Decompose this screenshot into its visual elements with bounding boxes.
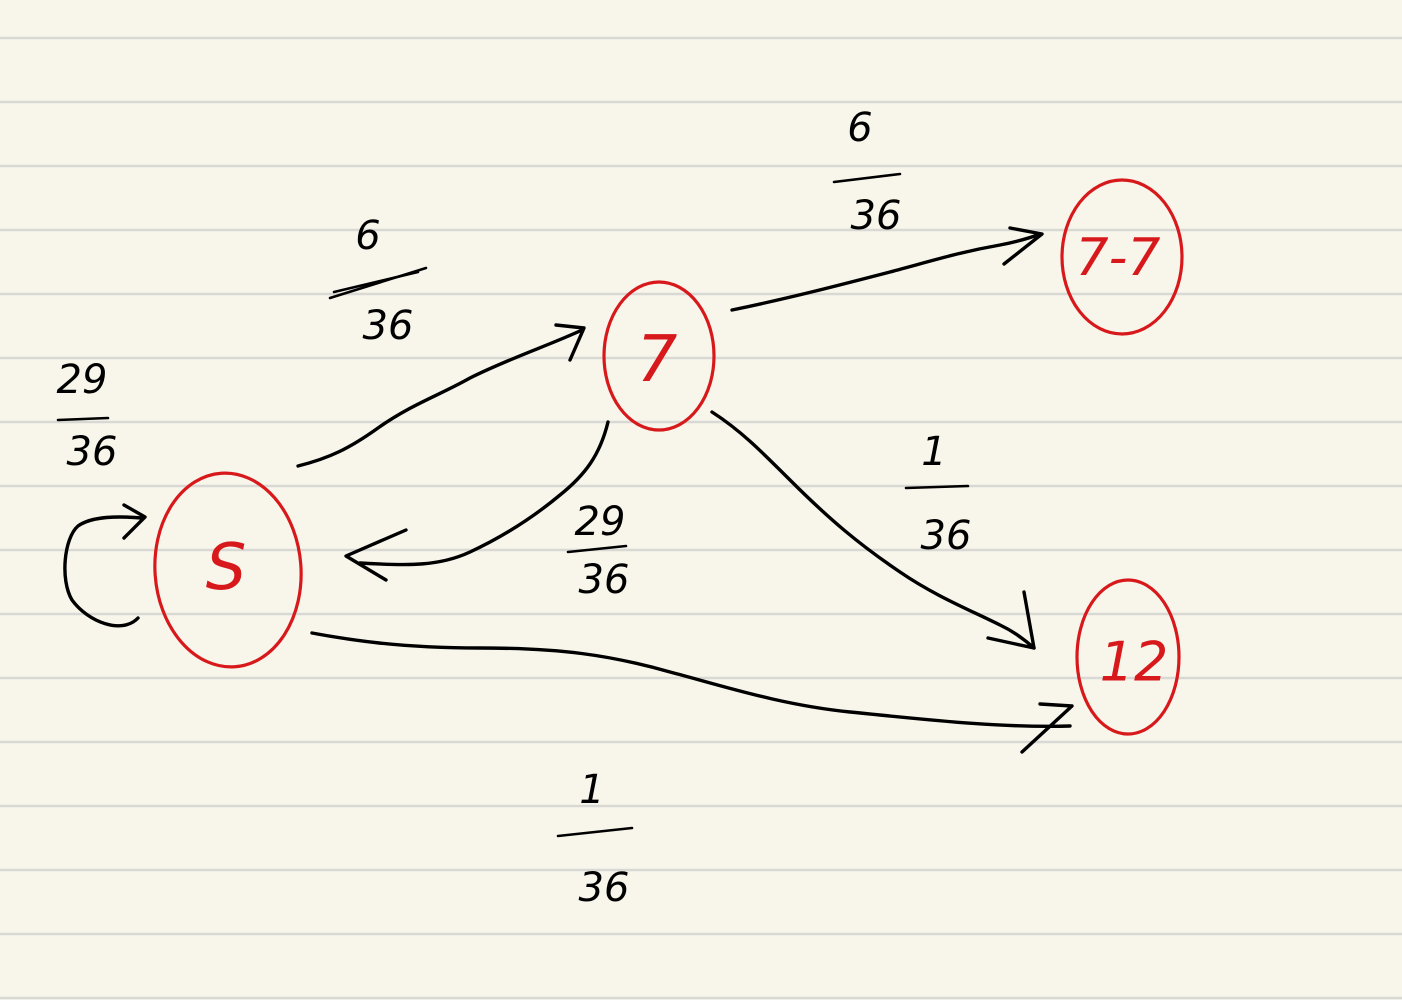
- label-7-to-s: 29 36: [566, 499, 630, 603]
- node-7: 7: [602, 280, 716, 432]
- node-7-7: 7-7: [1060, 178, 1184, 336]
- node-12: 12: [1075, 578, 1181, 736]
- label-s-to-12-denominator: 36: [579, 865, 630, 911]
- edge-s-self-loop: [63, 503, 147, 628]
- label-7-to-12-denominator: 36: [921, 513, 972, 559]
- label-s-loop-numerator: 29: [57, 357, 108, 403]
- label-7-to-77-numerator: 6: [847, 105, 872, 151]
- node-s-label: S: [206, 531, 247, 605]
- label-7-to-12: 1 36: [904, 429, 972, 559]
- edge-7-to-77: [730, 226, 1044, 312]
- label-s-to-7: 6 36: [328, 213, 428, 349]
- node-7-7-label: 7-7: [1076, 228, 1161, 288]
- label-s-to-7-numerator: 6: [355, 213, 380, 259]
- label-s-loop: 29 36: [57, 357, 118, 475]
- node-7-label: 7: [637, 323, 678, 397]
- label-s-to-12-numerator: 1: [579, 767, 604, 813]
- edge-7-to-12: [710, 410, 1036, 650]
- edge-s-to-7: [296, 323, 586, 468]
- label-s-to-7-denominator: 36: [363, 303, 414, 349]
- node-12-label: 12: [1100, 631, 1169, 694]
- edge-s-to-12: [310, 631, 1074, 754]
- label-7-to-12-numerator: 1: [921, 429, 946, 475]
- edge-7-to-s: [344, 420, 610, 582]
- label-7-to-s-denominator: 36: [579, 557, 630, 603]
- ruled-lines: [0, 36, 1402, 1000]
- label-7-to-77-denominator: 36: [851, 193, 902, 239]
- label-s-to-12: 1 36: [556, 767, 634, 911]
- label-7-to-s-numerator: 29: [575, 499, 626, 545]
- label-7-to-77: 6 36: [832, 105, 902, 239]
- node-s: S: [153, 471, 303, 669]
- label-s-loop-denominator: 36: [67, 429, 118, 475]
